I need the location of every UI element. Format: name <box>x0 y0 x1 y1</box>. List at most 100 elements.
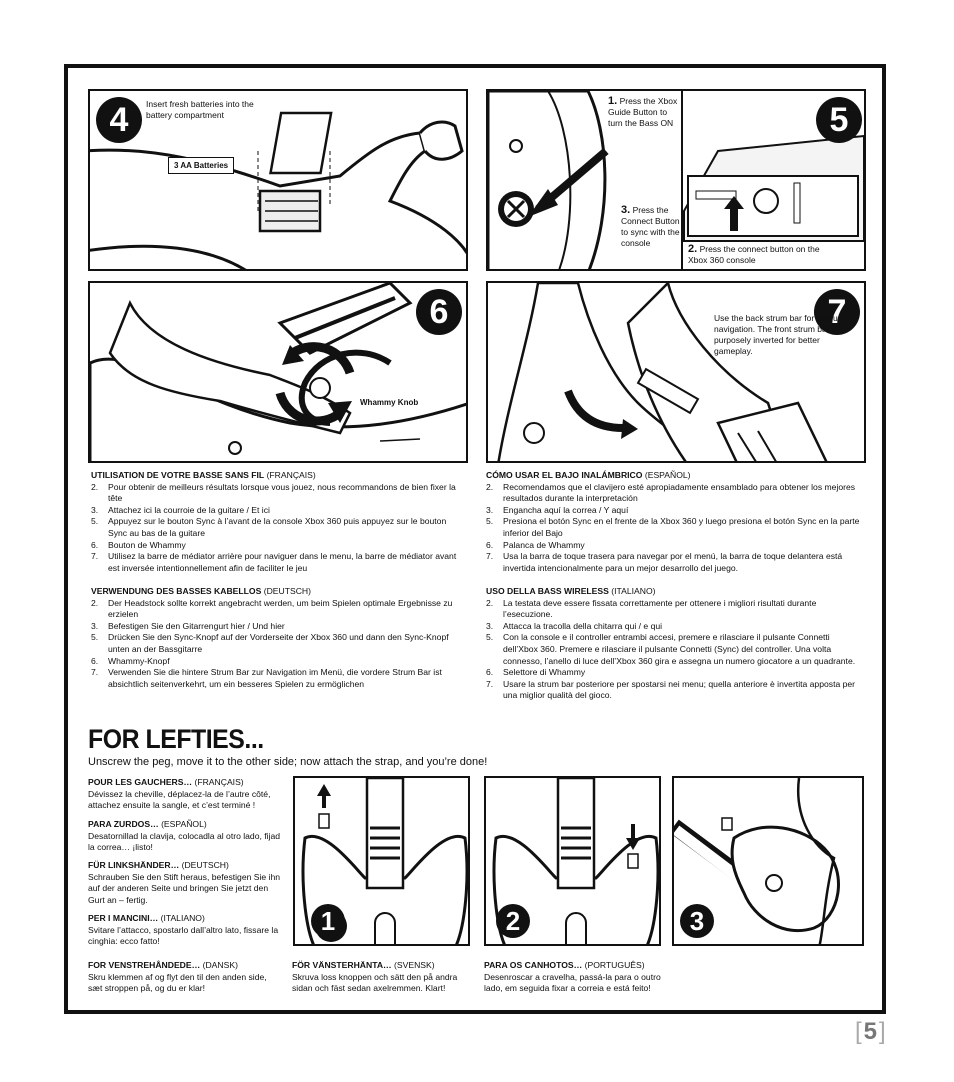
page-frame <box>64 64 886 1014</box>
list-item: 6.Whammy-Knopf <box>91 656 463 668</box>
item-text: Selettore di Whammy <box>503 667 586 678</box>
item-number: 7. <box>91 551 99 562</box>
list-espanol: 2. Recomendamos que el clavijero esté apr… <box>486 482 864 575</box>
item-number: 2. <box>486 597 494 608</box>
item-number: 7. <box>91 667 99 678</box>
panel-5-sync: 5 1. Press the Xbox Guide Button to turn… <box>486 89 866 271</box>
item-text: Befestigen Sie den Gitarrengurt hier / U… <box>108 620 285 631</box>
item-number: 3. <box>486 620 494 631</box>
item-number: 3. <box>91 504 99 515</box>
list-item: 6. Palanca de Whammy <box>486 540 864 552</box>
item-text: Con la console e il controller entrambi … <box>503 632 856 666</box>
item-text: Recomendamos que el clavijero esté aprop… <box>503 481 856 504</box>
list-item: 5. Drücken Sie den Sync-Knopf auf der Vor… <box>91 632 463 655</box>
list-francais: 2. Pour obtenir de meilleurs résultats lo… <box>91 482 463 575</box>
list-item: 2. Pour obtenir de meilleurs résultats lo… <box>91 482 463 505</box>
item-number: 7. <box>486 551 494 562</box>
list-item: 3. Befestigen Sie den Gitarrengurt hier /… <box>91 621 463 633</box>
lefties-illustration-2 <box>492 778 659 944</box>
whammy-illustration <box>90 283 466 461</box>
lefties-panel-1: 1 <box>293 776 470 946</box>
list-item: 3. Engancha aquí la correa / Y aquí <box>486 505 864 517</box>
list-item: 2. Der Headstock sollte korrekt angebrach… <box>91 598 463 621</box>
panel-4-batteries: 4 Insert fresh batteries into the batter… <box>88 89 468 271</box>
item-text: Usa la barra de toque trasera para naveg… <box>503 551 843 573</box>
strum-illustration <box>497 283 828 461</box>
panel-5-step-2: 2. Press the connect button on the Xbox … <box>688 243 820 266</box>
item-text: Usare la strum bar posteriore per sposta… <box>503 678 856 701</box>
list-item: 5.Presiona el botón Sync en el frente de… <box>486 516 864 539</box>
list-deutsch: 2. Der Headstock sollte korrekt angebrach… <box>91 598 463 691</box>
item-number: 6. <box>91 655 99 666</box>
item-number: 7. <box>486 678 494 689</box>
section-espanol: CÓMO USAR EL BAJO INALÁMBRICO (ESPAÑOL) … <box>486 470 864 574</box>
panel-6-label: Whammy Knob <box>360 398 419 407</box>
item-number: 5. <box>91 516 99 527</box>
list-item: 7. Usare la strum bar posteriore per spos… <box>486 679 864 702</box>
item-text: Attacca la tracolla della chitarra qui /… <box>503 620 663 631</box>
item-number: 6. <box>486 539 494 550</box>
lefties-espanol: PARA ZURDOS… (ESPAÑOL) Desatornillad la … <box>88 819 281 853</box>
section-deutsch: VERWENDUNG DES BASSES KABELLOS (DEUTSCH)… <box>91 586 463 690</box>
item-number: 6. <box>486 667 494 678</box>
item-text: Bouton de Whammy <box>108 539 186 550</box>
item-text: Presiona el botón Sync en el frente de l… <box>503 516 860 538</box>
list-item: 2. La testata deve essere fissata corrett… <box>486 598 864 621</box>
panel-7-strum: 7 Use the back strum bar for menu naviga… <box>486 281 866 463</box>
list-item: 3. Attachez ici la courroie de la guitare… <box>91 505 463 517</box>
item-number: 3. <box>486 504 494 515</box>
lefties-panel-2: 2 <box>484 776 661 946</box>
list-item: 5. Con la console e il controller entramb… <box>486 632 864 667</box>
panel-5-step-3: 3. Press the Connect Button to sync with… <box>621 204 680 249</box>
lefties-portugues: PARA OS CANHOTOS… (PORTUGUÊS) Desenrosca… <box>484 960 661 994</box>
lefties-illustration-3 <box>674 778 840 944</box>
item-text: La testata deve essere fissata correttam… <box>503 597 817 620</box>
step-badge-6: 6 <box>416 289 462 335</box>
lefties-step-2: 2 <box>496 904 530 938</box>
page-number: [5] <box>855 1018 888 1045</box>
lefties-dansk: FOR VENSTREHÅNDEDE… (DANSK) Skru klemmen… <box>88 960 267 994</box>
item-text: Pour obtenir de meilleurs résultats lors… <box>108 481 456 504</box>
item-text: Appuyez sur le bouton Sync à l’avant de … <box>108 516 447 538</box>
item-number: 6. <box>91 539 99 550</box>
item-text: Palanca de Whammy <box>503 539 585 550</box>
item-text: Der Headstock sollte korrekt angebracht … <box>108 597 453 620</box>
list-item: 2. Recomendamos que el clavijero esté apr… <box>486 482 864 505</box>
lefties-step-3: 3 <box>680 904 714 938</box>
item-number: 2. <box>91 481 99 492</box>
panel-5-step-1: 1. Press the Xbox Guide Button to turn t… <box>608 95 678 129</box>
lefties-svensk: FÖR VÄNSTERHÄNTA… (SVENSK) Skruva loss k… <box>292 960 458 994</box>
list-item: 6. Bouton de Whammy <box>91 540 463 552</box>
item-text: Utilisez la barre de médiator arrière po… <box>108 551 457 573</box>
item-number: 2. <box>486 481 494 492</box>
item-number: 2. <box>91 597 99 608</box>
panel-4-label: 3 AA Batteries <box>168 157 235 174</box>
panel-6-whammy: 6 Whammy Knob <box>88 281 468 463</box>
panel-7-caption: Use the back strum bar for menu navigati… <box>714 313 839 356</box>
list-item: 5. Appuyez sur le bouton Sync à l’avant d… <box>91 516 463 539</box>
list-item: 7. Verwenden Sie die hintere Strum Bar zu… <box>91 667 463 690</box>
lefties-deutsch: FÜR LINKSHÄNDER… (DEUTSCH) Schrauben Sie… <box>88 860 281 905</box>
step-badge-4: 4 <box>96 97 142 143</box>
list-item: 7. Usa la barra de toque trasera para nav… <box>486 551 864 574</box>
panel-4-caption: Insert fresh batteries into the battery … <box>146 99 254 120</box>
section-italiano: USO DELLA BASS WIRELESS (ITALIANO) 2.La … <box>486 586 864 702</box>
sync-illustration <box>488 91 864 269</box>
lefties-francais: POUR LES GAUCHERS… (FRANÇAIS) Dévissez l… <box>88 777 271 811</box>
lefties-title: FOR LEFTIES... <box>88 724 264 754</box>
item-number: 5. <box>91 632 99 643</box>
item-text: Attachez ici la courroie de la guitare /… <box>108 504 270 515</box>
list-item: 6. Selettore di Whammy <box>486 667 864 679</box>
lefties-subtitle: Unscrew the peg, move it to the other si… <box>88 756 488 768</box>
item-text: Drücken Sie den Sync-Knopf auf der Vorde… <box>108 632 449 654</box>
lefties-panel-3: 3 <box>672 776 864 946</box>
item-number: 3. <box>91 620 99 631</box>
item-text: Engancha aquí la correa / Y aquí <box>503 504 629 515</box>
item-text: Verwenden Sie die hintere Strum Bar zur … <box>108 667 442 689</box>
lefties-italiano: PER I MANCINI… (ITALIANO) Svitare l’atta… <box>88 913 279 947</box>
item-number: 5. <box>486 632 494 643</box>
step-badge-5: 5 <box>816 97 862 143</box>
list-item: 3. Attacca la tracolla della chitarra qui… <box>486 621 864 633</box>
section-francais: UTILISATION DE VOTRE BASSE SANS FIL (FRA… <box>91 470 463 574</box>
step-badge-7: 7 <box>814 289 860 335</box>
